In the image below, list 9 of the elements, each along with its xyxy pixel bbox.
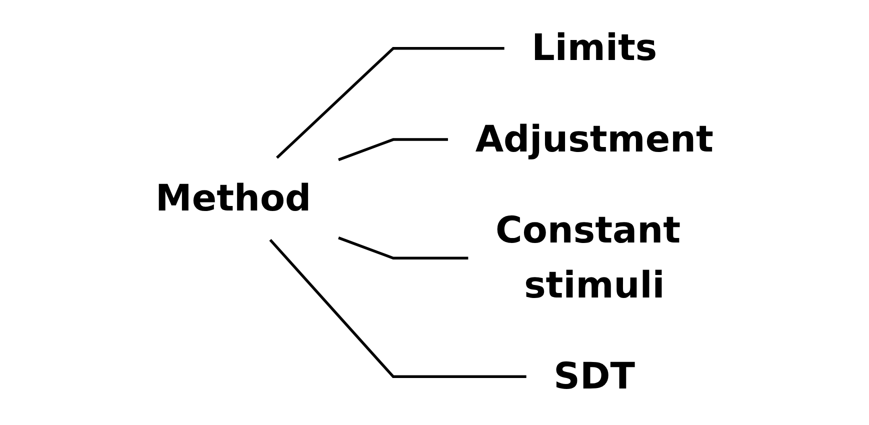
node-text: Method: [156, 178, 312, 220]
node-text: Adjustment: [475, 118, 714, 161]
node-text: Constant stimuli: [496, 210, 681, 306]
connector: [276, 46, 504, 159]
node-text: SDT: [554, 356, 636, 398]
connector: [269, 238, 526, 378]
node-text: Limits: [532, 27, 658, 70]
connector: [338, 236, 468, 260]
connector: [338, 138, 448, 162]
